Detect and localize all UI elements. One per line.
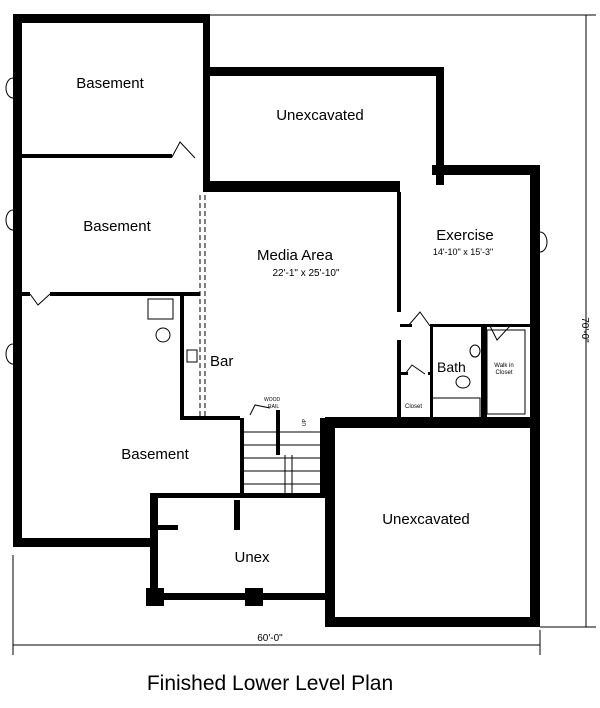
label-basement-top: Basement [76, 75, 144, 92]
dimension-width: 60'-0" [257, 633, 283, 644]
label-exercise-size: 14'-10" x 15'-3" [433, 247, 493, 257]
room-labels: Basement Unexcavated Basement Media Area… [76, 75, 590, 644]
label-bath: Bath [437, 359, 466, 375]
label-media-area: Media Area [257, 247, 334, 264]
walls [13, 14, 540, 627]
label-unexcavated-bottom: Unexcavated [382, 511, 470, 528]
dimension-depth: 70'-0" [579, 317, 590, 343]
label-unex: Unex [234, 549, 270, 566]
thin-lines [5, 14, 596, 655]
label-walk-in-2: Closet [495, 370, 512, 376]
label-up: UP [302, 418, 308, 426]
label-basement-middle: Basement [83, 218, 151, 235]
label-basement-lower: Basement [121, 446, 189, 463]
label-exercise: Exercise [436, 227, 494, 244]
label-walk-in-1: Walk in [494, 363, 513, 369]
label-media-size: 22'-1" x 25'-10" [272, 268, 340, 279]
label-wood-rail-1: WOOD [264, 397, 280, 403]
label-wood-rail-2: RAIL [268, 404, 279, 410]
label-closet: Closet [405, 404, 422, 410]
plan-title: Finished Lower Level Plan [146, 672, 394, 695]
label-bar: Bar [210, 353, 233, 370]
label-unexcavated-top: Unexcavated [276, 107, 364, 124]
